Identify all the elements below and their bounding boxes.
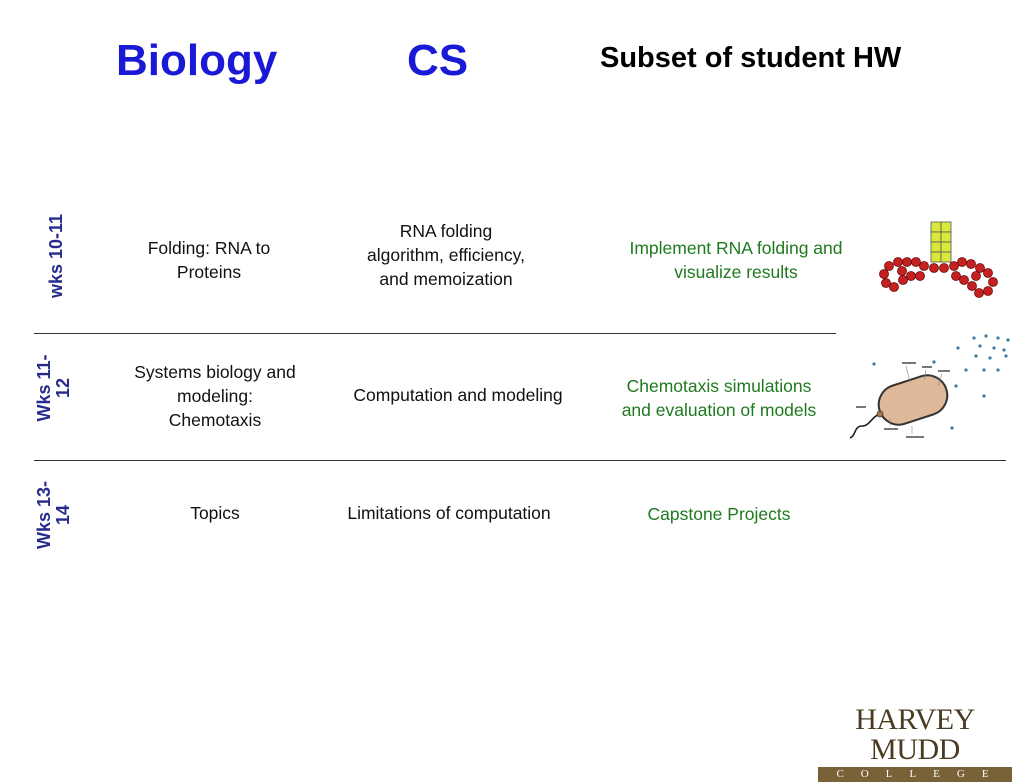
week-label-row3: Wks 13- 14: [34, 480, 73, 550]
week-label-row1: wks 10-11: [46, 213, 66, 299]
biology-topic-row1: Folding: RNA to Proteins: [147, 238, 271, 282]
hw-item-row1: Implement RNA folding and visualize resu…: [629, 238, 843, 282]
cs-topic-row3: Limitations of computation: [347, 503, 551, 523]
hw-item-row3: Capstone Projects: [647, 504, 791, 524]
rna-structure-image: [879, 221, 998, 298]
row-divider-2: [34, 460, 1006, 461]
cs-heading: CS: [407, 36, 469, 85]
biology-topic-row2: Systems biology and modeling: Chemotaxis: [134, 362, 296, 430]
hw-item-row2: Chemotaxis simulations and evaluation of…: [621, 376, 817, 420]
logo-wordmark: HARVEY MUDD: [855, 703, 975, 766]
week-label-row2: Wks 11- 12: [34, 354, 73, 422]
bacterium-chemotaxis-image: [849, 334, 1010, 439]
cs-topic-row2: Computation and modeling: [353, 385, 563, 405]
student-hw-heading: Subset of student HW: [600, 42, 902, 74]
harvey-mudd-logo: HARVEY MUDD COLLEGE: [818, 705, 1012, 782]
biology-topic-row3: Topics: [190, 503, 240, 523]
biology-heading: Biology: [116, 36, 278, 85]
cs-topic-row1: RNA folding algorithm, efficiency, and m…: [367, 221, 525, 289]
logo-college-bar: COLLEGE: [818, 767, 1012, 782]
row-divider-1: [34, 333, 836, 334]
